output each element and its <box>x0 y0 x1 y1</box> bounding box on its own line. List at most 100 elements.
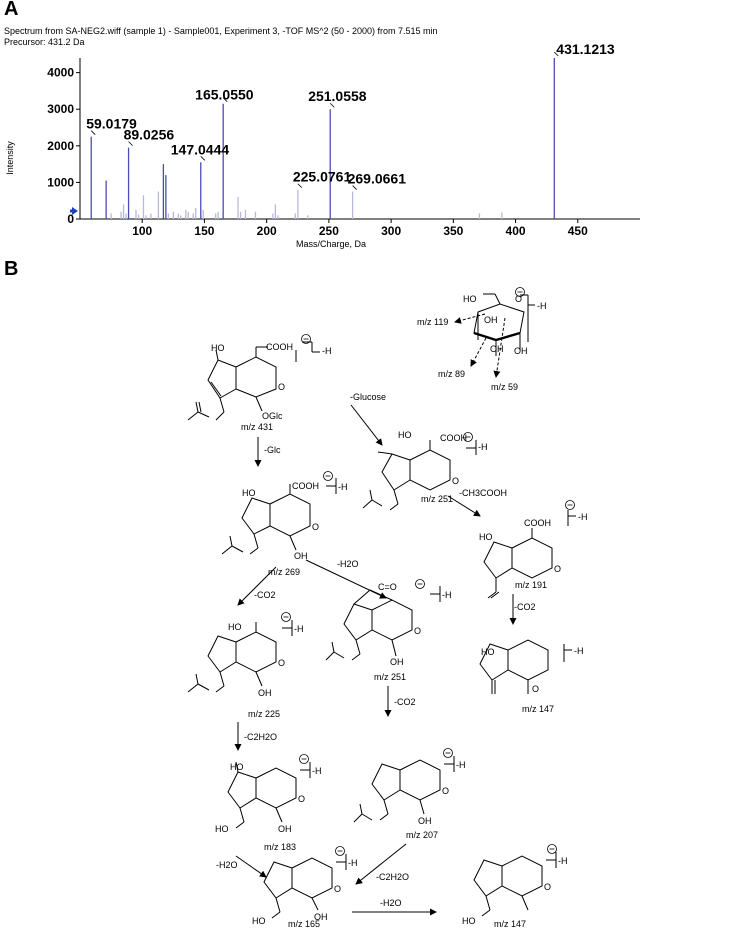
s431-cooh: COOH <box>266 342 293 352</box>
label-mz-191: m/z 191 <box>515 580 547 590</box>
peak-label: 89.0256 <box>124 127 175 143</box>
s251-minus-h: -H <box>478 442 488 452</box>
label-mz-147-bottom: m/z 147 <box>494 919 526 929</box>
peak-label: 269.0661 <box>348 171 407 187</box>
s225-minus-h: -H <box>294 624 304 634</box>
loss-co2-right: -CO2 <box>514 602 536 612</box>
baseline-marker-icon <box>72 207 78 215</box>
y-tick-label: 1000 <box>47 175 74 189</box>
s147b-ho: HO <box>462 916 476 926</box>
peak-label: 225.0761 <box>293 169 352 185</box>
y-axis-label: Intensity <box>5 141 15 175</box>
s183-minus-h: -H <box>312 766 322 776</box>
s251-cooh: COOH <box>440 433 467 443</box>
x-tick-label: 200 <box>257 224 277 238</box>
parent-431-structure <box>187 341 320 421</box>
s225-oh: OH <box>258 688 272 698</box>
fragment-251-lactone-structure <box>325 586 441 661</box>
label-mz-431: m/z 431 <box>241 422 273 432</box>
peak-label: 59.0179 <box>86 116 137 132</box>
fragment-225-structure <box>187 620 293 693</box>
loss-h2o-3: -H2O <box>380 898 402 908</box>
panel-label-a: A <box>4 0 19 20</box>
loss-h2o-1: -H2O <box>337 559 359 569</box>
charge-symbol <box>515 287 525 297</box>
peak-label: 251.0558 <box>308 88 367 104</box>
loss-glc: -Glc <box>264 445 281 455</box>
peak-label: 147.0444 <box>171 141 230 157</box>
s207-oh: OH <box>418 816 432 826</box>
fragmentation-scheme: HO -H O OH OH OH m/z 119 m/z 89 m/z 59 H… <box>187 287 588 929</box>
s183-o: O <box>298 794 305 804</box>
charge-symbol <box>335 846 345 856</box>
s147b-o: O <box>544 882 551 892</box>
y-tick-label: 2000 <box>47 139 74 153</box>
y-tick-label: 3000 <box>47 102 74 116</box>
s207-minus-h: -H <box>456 760 466 770</box>
s165-o: O <box>334 884 341 894</box>
s147r-o: O <box>532 684 539 694</box>
x-tick-label: 150 <box>194 224 214 238</box>
label-mz-165: m/z 165 <box>288 919 320 929</box>
peak-label-tick <box>329 102 335 108</box>
s251-ho: HO <box>398 430 412 440</box>
peak-label-tick <box>352 185 357 190</box>
loss-ch3cooh: -CH3COOH <box>459 488 507 498</box>
loss-c2h2o-2: -C2H2O <box>376 872 409 882</box>
s191-o: O <box>554 564 561 574</box>
s165-ho: HO <box>252 916 266 926</box>
peak-label-tick <box>222 97 228 103</box>
loss-c2h2o-1: -C2H2O <box>244 732 277 742</box>
charge-symbol <box>565 500 575 510</box>
label-mz-183: m/z 183 <box>264 842 296 852</box>
fragment-183-structure <box>227 761 311 829</box>
s165-minus-h: -H <box>348 858 358 868</box>
fragment-251-structure <box>362 440 477 511</box>
loss-co2-mid: -CO2 <box>394 697 416 707</box>
x-tick-label: 100 <box>132 224 152 238</box>
peak-label-tick <box>90 130 96 135</box>
label-mz-269: m/z 269 <box>268 567 300 577</box>
precursor-header: Precursor: 431.2 Da <box>4 37 85 47</box>
charge-symbol <box>301 334 311 344</box>
charge-symbol <box>443 748 453 758</box>
s225-o: O <box>278 658 285 668</box>
s147b-minus-h: -H <box>558 856 568 866</box>
s191-ho: HO <box>479 532 493 542</box>
s207-o: O <box>442 786 449 796</box>
s251b-oh: OH <box>390 657 404 667</box>
peak-label-tick <box>200 156 206 161</box>
label-mz-59: m/z 59 <box>491 382 518 392</box>
charge-symbol <box>547 844 557 854</box>
s251b-co: C=O <box>378 582 397 592</box>
label-mz-119: m/z 119 <box>417 317 448 327</box>
glucose-oh-1: OH <box>490 344 504 354</box>
y-tick-label: 0 <box>67 212 74 226</box>
charge-symbol <box>463 432 473 442</box>
s191-minus-h: -H <box>578 512 588 522</box>
fragment-147-bottom-structure <box>473 852 557 917</box>
s431-oglc: OGlc <box>262 411 283 421</box>
s431-ho: HO <box>211 343 225 353</box>
s147r-minus-h: -H <box>574 646 584 656</box>
peak-label: 431.1213 <box>556 41 615 57</box>
glucose-oh-h: OH <box>484 315 498 325</box>
fragment-147-right-structure <box>479 639 572 694</box>
s269-oh: OH <box>294 551 308 561</box>
fragment-207-structure <box>353 756 455 823</box>
s251b-minus-h: -H <box>442 590 452 600</box>
peak-label-tick <box>297 183 303 189</box>
x-tick-label: 350 <box>443 224 463 238</box>
s431-o: O <box>278 382 285 392</box>
s269-o: O <box>312 522 319 532</box>
s183-ho: HO <box>230 762 244 772</box>
s147r-ho: HO <box>481 647 495 657</box>
glucose-ho: HO <box>463 294 477 304</box>
label-mz-225: m/z 225 <box>248 709 280 719</box>
s431-minus-h: -H <box>322 346 332 356</box>
x-tick-label: 300 <box>381 224 401 238</box>
s191-cooh: COOH <box>524 518 551 528</box>
peak-label: 165.0550 <box>195 87 254 103</box>
